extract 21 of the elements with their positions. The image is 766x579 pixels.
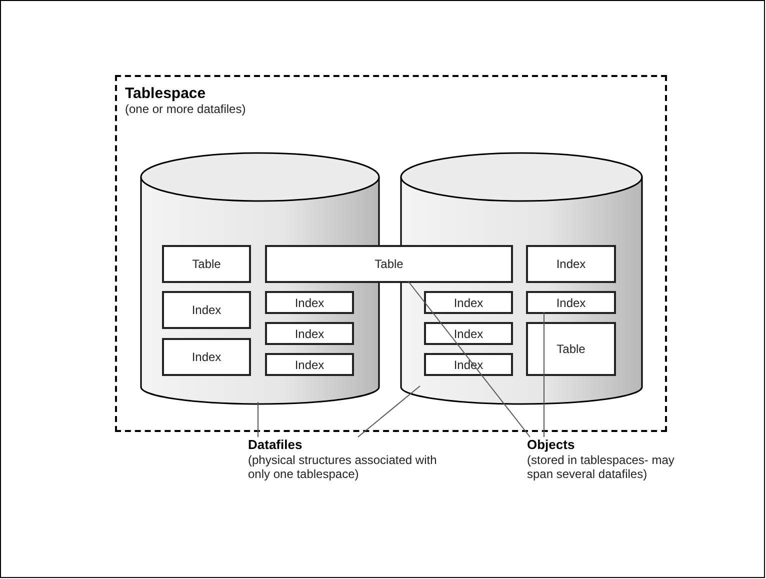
object-box: Index	[265, 291, 354, 314]
callout-text: (physical structures associated with only one tablespace)	[248, 453, 438, 481]
object-box: Index	[265, 322, 354, 345]
object-box: Table	[265, 245, 513, 283]
object-box: Index	[162, 338, 251, 376]
object-box: Index	[424, 291, 513, 314]
object-box: Index	[526, 291, 616, 314]
callout-title: Datafiles	[248, 437, 304, 453]
object-box: Table	[526, 322, 616, 376]
frame-title: Tablespace	[125, 85, 207, 102]
tablespace-frame	[115, 75, 667, 432]
object-box: Index	[162, 291, 251, 329]
leader-line	[408, 280, 530, 438]
callout-text: (stored in tablespaces- may span several datafiles)	[527, 453, 676, 481]
object-box: Index	[526, 245, 616, 283]
object-box: Index	[265, 353, 354, 376]
object-box: Index	[424, 322, 513, 345]
callout-title: Objects	[527, 437, 576, 453]
leader-line	[358, 386, 420, 438]
object-box: Table	[162, 245, 251, 283]
frame-subtitle: (one or more datafiles)	[125, 102, 246, 116]
